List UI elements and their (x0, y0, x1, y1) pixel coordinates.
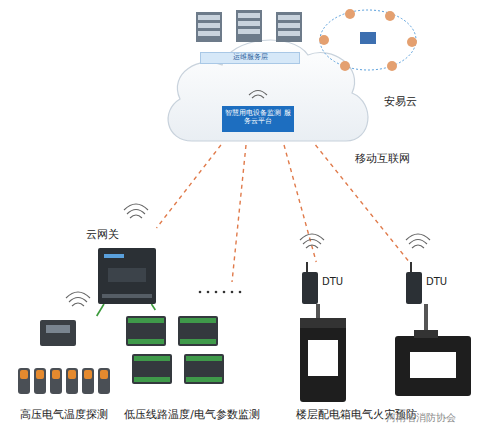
module-terminal (186, 377, 222, 382)
tag-top (68, 370, 76, 379)
tag-top (84, 370, 92, 379)
dtu-device: DTU (400, 262, 452, 304)
temperature-tag (34, 368, 46, 394)
dashed-link (232, 145, 246, 282)
current-transformer (300, 304, 346, 402)
hv-sensor-screen (46, 325, 70, 333)
monitor-module (184, 354, 224, 384)
node-text: DTU (426, 276, 456, 288)
watermark: 河南省消防协会 (386, 412, 456, 424)
cloud-gateway: 云网关 (92, 228, 162, 304)
network-link (316, 145, 410, 262)
service-layer-box: 运维服务层 (200, 52, 300, 64)
module-terminal (134, 377, 170, 382)
clamp-sensor (395, 304, 471, 396)
module-terminal (128, 339, 164, 344)
dtu-body (302, 272, 318, 304)
lv-monitor-group: 低压线路温度/电气参数监测 (112, 310, 272, 424)
server-stack (196, 10, 302, 42)
monitor-module (132, 354, 172, 384)
node-text: 高压电气温度探测 (8, 408, 120, 421)
module-terminal (128, 318, 164, 323)
node-text: DTU (322, 276, 352, 288)
device-terminal (102, 294, 152, 298)
hv-sensor-box (40, 320, 76, 346)
device-led (104, 254, 124, 258)
node-text: 低压线路温度/电气参数监测 (112, 408, 272, 421)
platform-box: 智慧用电设备监测 服务云平台 (222, 106, 294, 132)
temperature-tag (98, 368, 110, 394)
temperature-tag (18, 368, 30, 394)
wire-link (97, 304, 104, 316)
node-text: 运维服务层 (201, 53, 299, 61)
network-label: 移动互联网 (355, 152, 410, 165)
dtu-body (406, 272, 422, 304)
monitor-module (178, 316, 218, 346)
tag-top (36, 370, 44, 379)
temperature-tag (66, 368, 78, 394)
module-terminal (134, 356, 170, 361)
cloud-platform: 安易云运维服务层智慧用电设备监测 服务云平台 (160, 25, 375, 145)
module-terminal (180, 339, 216, 344)
tag-top (20, 370, 28, 379)
device-panel (108, 268, 146, 282)
temperature-tag (82, 368, 94, 394)
module-terminal (186, 356, 222, 361)
node-text: 安易云 (384, 95, 434, 108)
wifi-symbols (66, 91, 430, 307)
temperature-tag (50, 368, 62, 394)
node-text: 智慧用电设备监测 服务云平台 (224, 109, 292, 126)
tag-top (100, 370, 108, 379)
tag-top (52, 370, 60, 379)
monitor-module (126, 316, 166, 346)
dtu-device: DTU (296, 262, 348, 304)
node-text: 云网关 (86, 228, 136, 241)
wire-link (151, 304, 155, 310)
network-link (156, 145, 220, 228)
continuation-dots (199, 291, 242, 294)
hv-sensor-group: 高压电气温度探测 (8, 316, 120, 424)
gateway-device (98, 248, 156, 304)
network-link (284, 145, 316, 262)
module-terminal (180, 318, 216, 323)
